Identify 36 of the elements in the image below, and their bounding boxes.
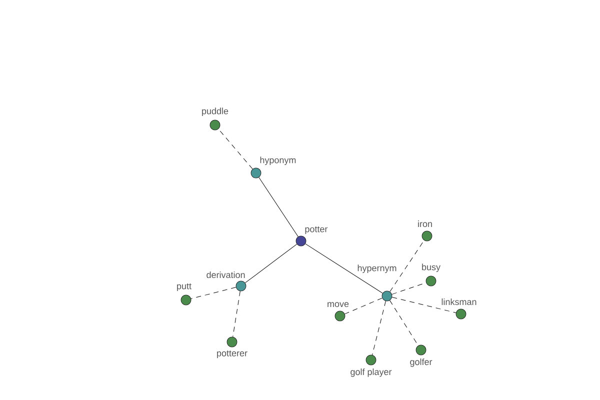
node-label: iron (418, 220, 432, 228)
connector-line (190, 287, 236, 299)
graph-node: putt (177, 283, 192, 306)
graph-node: linksman (442, 298, 476, 320)
graph-node: potter (296, 226, 328, 246)
graph-node: puddle (202, 108, 228, 130)
connector-line (218, 128, 253, 170)
graph-node: move (328, 302, 349, 322)
node-label: putt (177, 283, 192, 292)
graph-node: potterer (217, 336, 248, 358)
node-label: hypernym (358, 264, 396, 274)
node-label: busy (422, 264, 440, 272)
node-label: golfer (410, 358, 432, 367)
node-label: linksman (442, 298, 476, 306)
graph-node: hypernym (358, 264, 396, 302)
graph-node: golfer (410, 344, 432, 367)
connector-line (392, 297, 456, 313)
graph-node: busy (422, 264, 440, 286)
graph-node: iron (418, 220, 432, 242)
node-label: puddle (202, 108, 228, 116)
connector-line (390, 240, 424, 292)
connector-line (244, 244, 298, 284)
connector-line (372, 300, 386, 356)
node-label: golf player (350, 368, 392, 377)
node-label: potterer (217, 350, 248, 358)
node-label: derivation (206, 271, 245, 278)
node-label: potter (305, 226, 328, 234)
connector-line (305, 244, 383, 294)
node-label: move (328, 302, 349, 308)
graph-node: hyponym (250, 156, 296, 178)
graph-node: golf player (350, 354, 392, 377)
node-label: hyponym (260, 156, 296, 166)
connector-line (232, 290, 240, 338)
connector-line (344, 298, 382, 314)
connector-line (258, 177, 298, 237)
graph-node: derivation (206, 271, 246, 292)
